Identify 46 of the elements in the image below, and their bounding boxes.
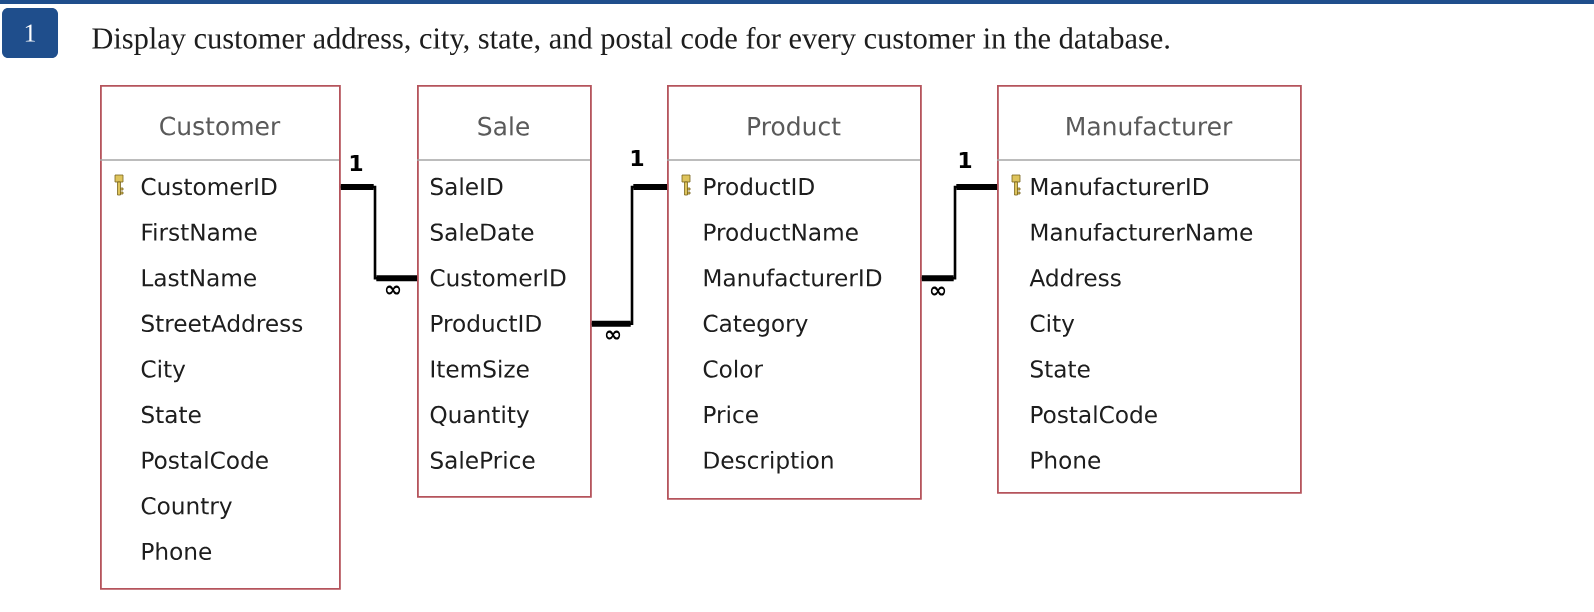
- field-name: StreetAddress: [141, 314, 303, 333]
- field-name: SalePrice: [430, 451, 535, 469]
- field-name: PostalCode: [142, 451, 268, 469]
- field-name: ManufacturerID: [704, 268, 882, 287]
- field-name: Phone: [1031, 451, 1101, 469]
- cardinality-mark: 1: [959, 152, 972, 169]
- field-name: ManufacturerID: [1031, 177, 1209, 196]
- field-name: State: [1030, 360, 1090, 378]
- field-name: ProductID: [704, 177, 814, 196]
- field-name: Price: [704, 405, 758, 424]
- field-name: FirstName: [142, 223, 257, 241]
- field-name: CustomerID: [141, 177, 277, 196]
- cardinality-mark: ∞: [930, 286, 946, 296]
- cardinality-mark: 1: [631, 150, 644, 166]
- field-name: PostalCode: [1031, 405, 1157, 424]
- cardinality-mark: ∞: [605, 330, 621, 340]
- table-heading: Customer: [160, 116, 281, 136]
- field-name: SaleDate: [430, 223, 534, 241]
- table-heading: Product: [748, 116, 841, 136]
- field-name: Quantity: [430, 405, 529, 428]
- field-name: ManufacturerName: [1031, 223, 1253, 241]
- field-name: Category: [703, 314, 808, 337]
- field-name: Color: [703, 359, 763, 378]
- cardinality-mark: 1: [350, 155, 363, 172]
- table: [99, 85, 341, 590]
- field-name: CustomerID: [430, 269, 566, 287]
- field-name: ItemSize: [431, 359, 529, 378]
- field-name: SaleID: [430, 177, 503, 196]
- table-heading: Sale: [478, 116, 529, 136]
- field-name: ProductName: [704, 223, 858, 241]
- field-name: ProductID: [431, 314, 541, 333]
- cardinality-mark: ∞: [385, 285, 401, 295]
- field-name: Phone: [142, 542, 212, 561]
- table: [996, 85, 1302, 494]
- question-text: Display customer address, city, state, and postal code for every customer in the database.: [92, 27, 1169, 55]
- field-name: City: [1030, 314, 1075, 337]
- field-name: State: [141, 405, 201, 424]
- field-name: City: [141, 359, 186, 383]
- field-name: Address: [1029, 268, 1121, 287]
- field-name: Country: [141, 497, 232, 520]
- number-badge: 1: [2, 8, 58, 58]
- field-name: LastName: [142, 269, 256, 287]
- table-heading: Manufacturer: [1067, 116, 1233, 136]
- field-name: Description: [704, 451, 833, 474]
- table: [416, 85, 592, 498]
- table: [666, 85, 922, 500]
